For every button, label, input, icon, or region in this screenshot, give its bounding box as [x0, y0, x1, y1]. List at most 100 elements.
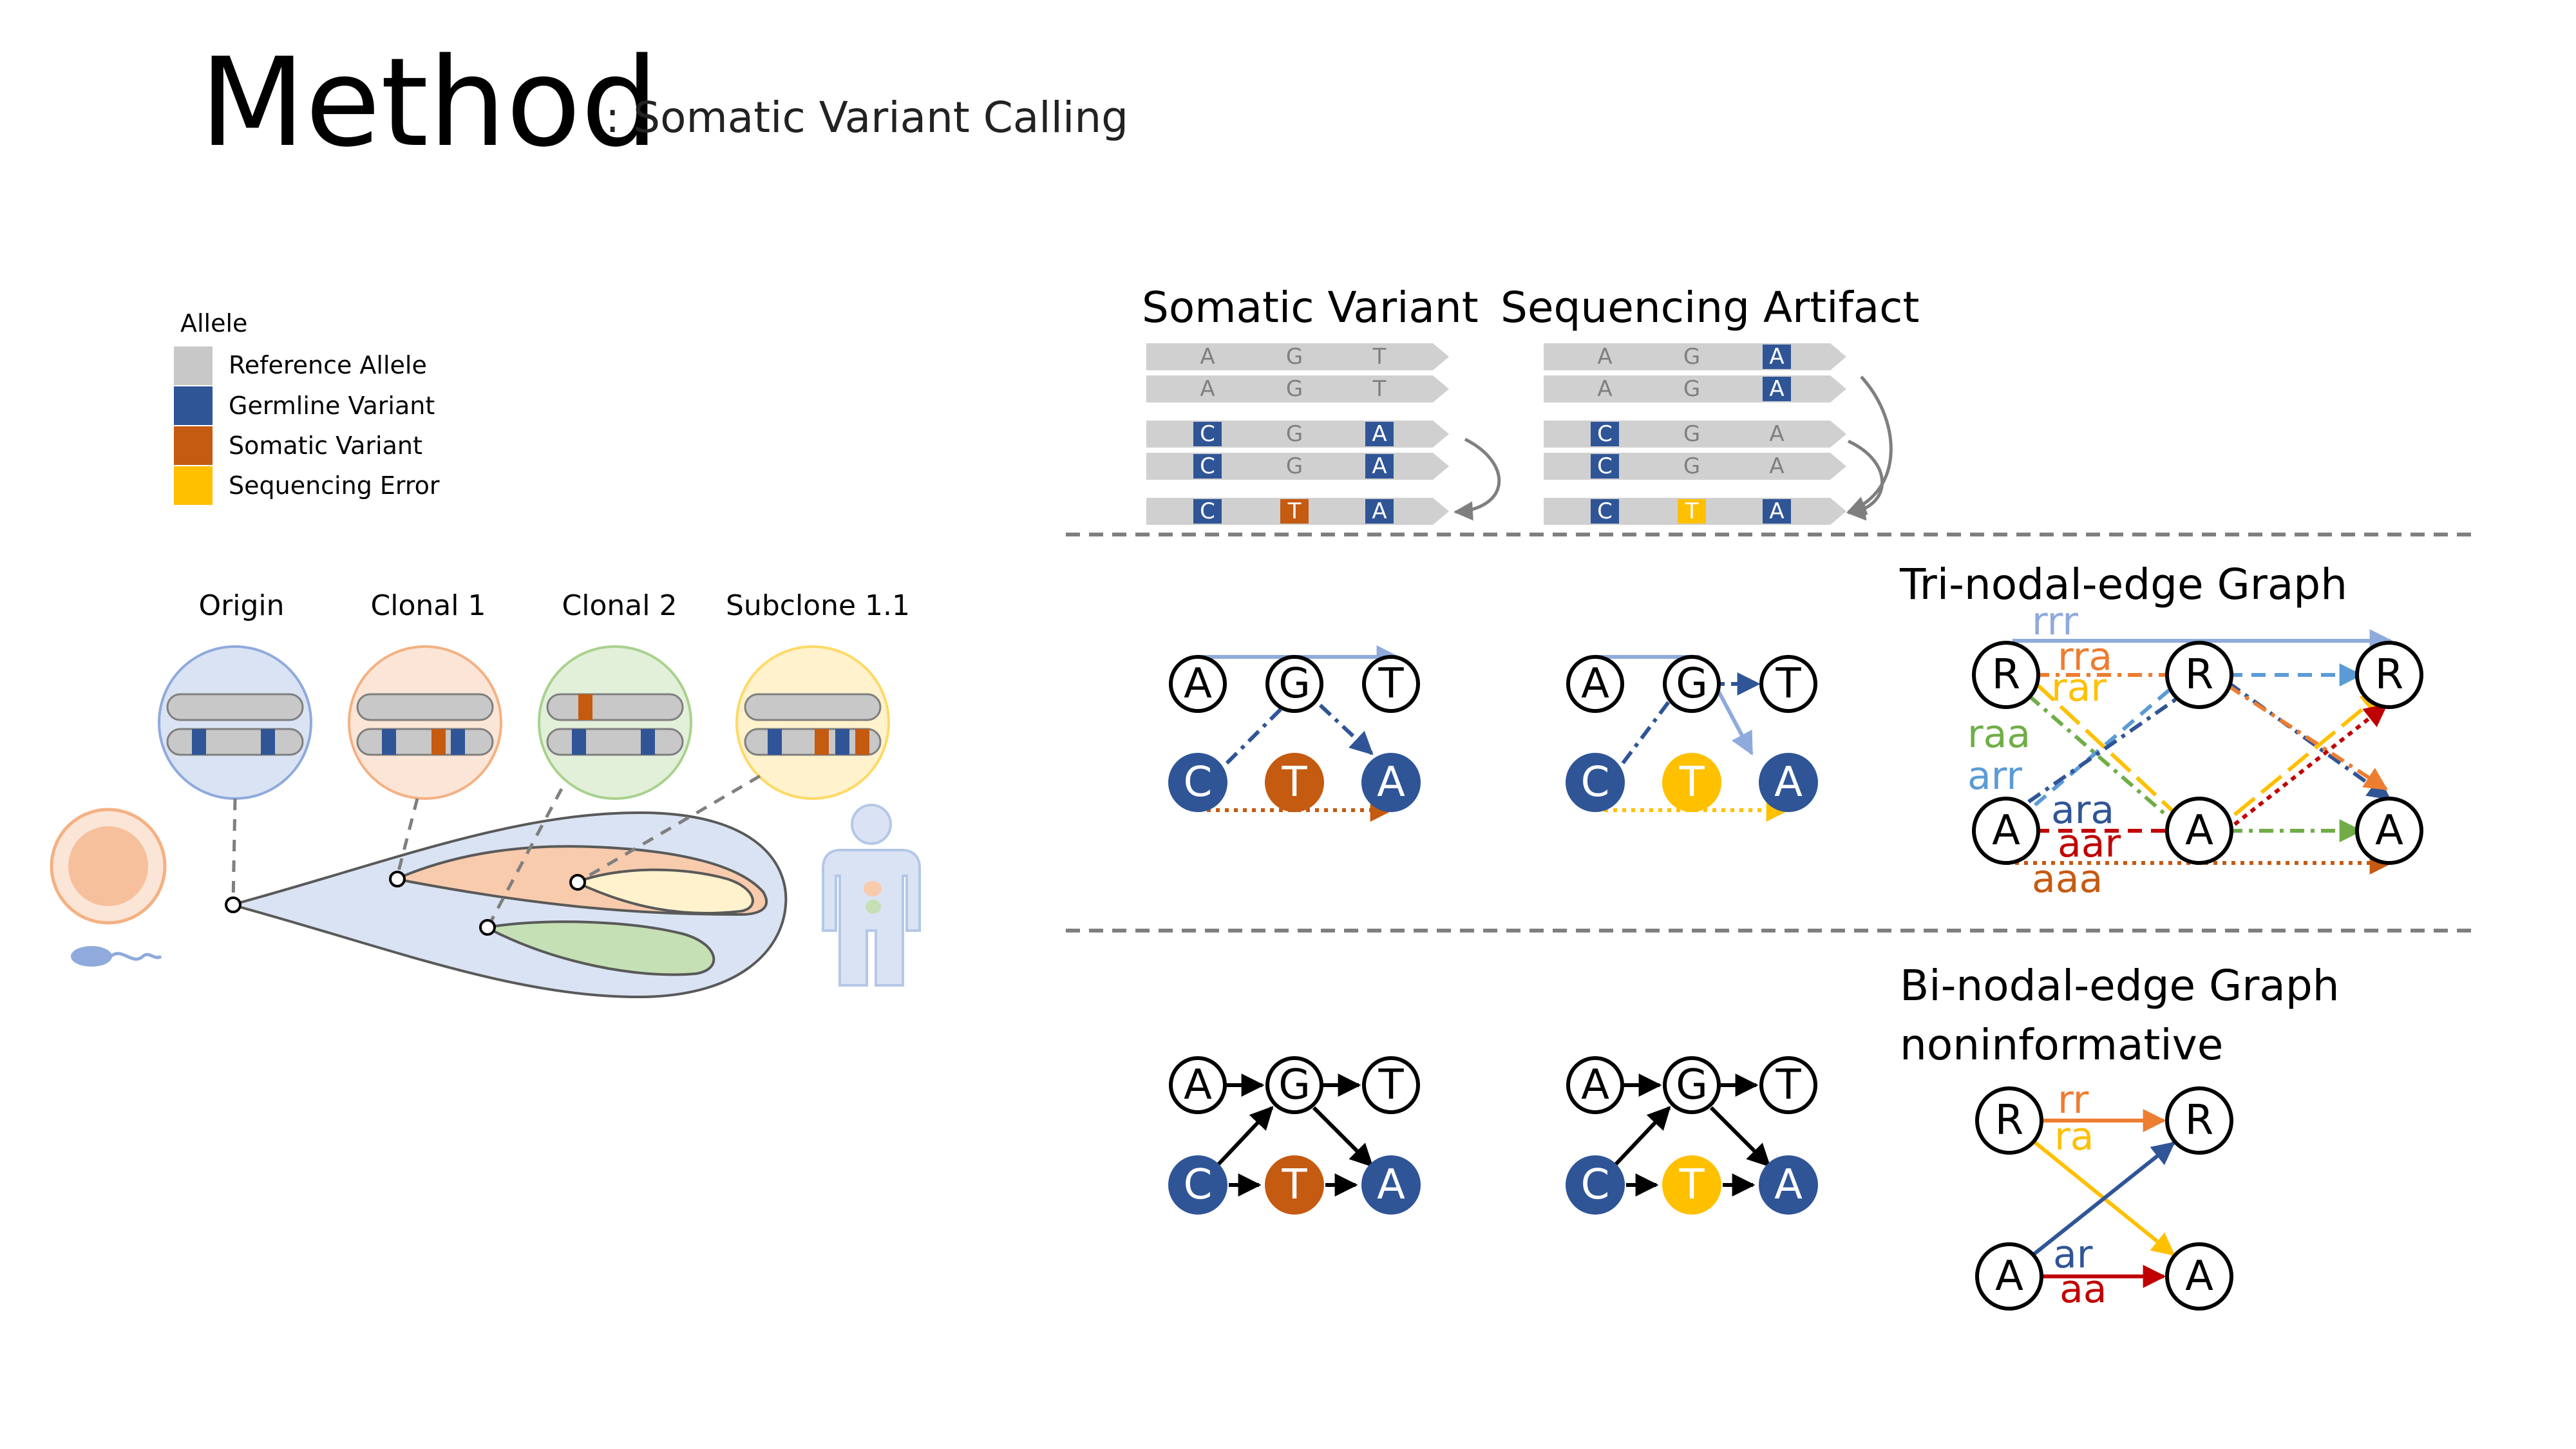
read-base-highlight — [1591, 422, 1619, 446]
read-base: A — [1372, 421, 1387, 447]
edge-label-aa: aa — [2060, 1267, 2107, 1312]
tri-nodal-edge-graph: R R R A A A rrr rra rar raa arr ara aar … — [1967, 599, 2423, 902]
bi-nodal-edge-graph: R R A A rr ra ar aa — [1975, 1077, 2233, 1312]
read-base: A — [1597, 344, 1612, 370]
read-base-highlight — [1678, 499, 1706, 524]
legend-swatch-error — [174, 466, 213, 505]
read-bar — [1146, 343, 1449, 370]
read-base-highlight — [1193, 499, 1222, 524]
read-base: A — [1769, 344, 1784, 370]
bi-graph-subtitle: noninformative — [1900, 1020, 2223, 1070]
legend-label-somatic: Somatic Variant — [229, 431, 422, 460]
read-base: C — [1597, 453, 1613, 479]
edge-label-ara: ara — [2051, 788, 2114, 833]
clone-label-clonal2: Clonal 2 — [562, 589, 677, 622]
node-ref-G: G — [1676, 660, 1708, 708]
node-alt-T: T — [1281, 1161, 1307, 1209]
read-base-highlight — [1763, 499, 1791, 524]
chromosome-pair-icon — [546, 693, 684, 756]
read-base: A — [1372, 453, 1387, 479]
chromosome-pair-icon — [744, 693, 882, 756]
bi-graph-title: Bi-nodal-edge Graph — [1900, 961, 2340, 1010]
read-base: A — [1769, 421, 1784, 447]
bi-node-R1: R — [1995, 1097, 2023, 1144]
read-base: A — [1597, 376, 1612, 402]
node-ref-G: G — [1278, 660, 1311, 708]
read-base: C — [1597, 421, 1613, 447]
read-base: T — [1372, 376, 1387, 402]
bi-mini-graph-somatic: A G T C T A — [1168, 1056, 1421, 1215]
read-bar — [1544, 421, 1846, 448]
sequencing-artifact-label: Sequencing Artifact — [1501, 283, 1919, 332]
node-alt-A: A — [1377, 759, 1405, 806]
tri-node-R2: R — [2185, 651, 2213, 699]
read-base: G — [1286, 376, 1303, 402]
clone-circle-origin — [158, 645, 312, 800]
somatic-variant-label: Somatic Variant — [1142, 283, 1479, 332]
page-subtitle: : Somatic Variant Calling — [605, 93, 1128, 142]
curve-arrow-artifact-1 — [1846, 375, 1893, 515]
legend-title: Allele — [180, 309, 247, 337]
read-base-highlight — [1591, 454, 1619, 478]
node-alt-A: A — [1774, 1161, 1803, 1209]
node-ref-A: A — [1581, 1061, 1609, 1109]
edge-label-rra: rra — [2058, 634, 2112, 679]
read-base: A — [1769, 376, 1784, 402]
legend-swatch-germline — [174, 386, 213, 425]
node-alt-T: T — [1678, 1161, 1705, 1209]
sperm-icon — [71, 946, 162, 967]
read-base: C — [1200, 498, 1215, 524]
bi-node-R2: R — [2185, 1097, 2213, 1144]
read-base-highlight — [1193, 422, 1222, 446]
read-base: G — [1286, 344, 1303, 370]
chromosome-pair-icon — [166, 693, 304, 756]
read-base-highlight — [1280, 499, 1309, 524]
read-base: T — [1372, 344, 1387, 370]
read-base-highlight — [1365, 499, 1394, 524]
page-title: Method — [200, 32, 659, 174]
curve-arrow-artifact-2 — [1846, 439, 1884, 521]
node-alt-C: C — [1581, 1161, 1610, 1209]
edge-label-aaa: aaa — [2032, 857, 2103, 902]
edge-label-raa: raa — [1967, 712, 2031, 757]
read-base: C — [1597, 498, 1613, 524]
node-ref-A: A — [1581, 660, 1609, 708]
node-alt-C: C — [1184, 1161, 1213, 1209]
clonal-evolution-plot — [225, 774, 788, 999]
read-base-highlight — [1763, 377, 1791, 401]
legend-swatch-reference — [174, 346, 213, 385]
bi-node-A1: A — [1995, 1253, 2023, 1300]
legend-swatch-somatic — [174, 426, 213, 465]
read-base: G — [1683, 421, 1700, 447]
allele-legend: Allele Reference Allele Germline Variant… — [174, 309, 440, 505]
edge-label-rr: rr — [2058, 1077, 2089, 1122]
tri-node-R1: R — [1992, 651, 2020, 699]
edge-label-ra: ra — [2054, 1114, 2094, 1159]
read-base: T — [1685, 498, 1699, 524]
node-ref-T: T — [1378, 1061, 1404, 1109]
read-base: A — [1769, 498, 1784, 524]
person-icon — [822, 804, 921, 987]
read-base: C — [1200, 421, 1215, 447]
node-ref-T: T — [1775, 660, 1801, 708]
node-ref-G: G — [1278, 1061, 1311, 1109]
node-ref-G: G — [1676, 1061, 1708, 1109]
clone-label-subclone: Subclone 1.1 — [726, 589, 910, 622]
read-base: G — [1286, 453, 1303, 479]
read-base: A — [1769, 453, 1784, 479]
legend-label-error: Sequencing Error — [229, 471, 440, 500]
node-alt-A: A — [1774, 759, 1803, 806]
node-alt-A: A — [1377, 1161, 1405, 1209]
clone-label-origin: Origin — [199, 589, 285, 622]
read-base: G — [1286, 421, 1303, 447]
read-base: A — [1200, 376, 1215, 402]
read-base-highlight — [1193, 454, 1222, 478]
read-base-highlight — [1365, 454, 1394, 478]
tri-node-A2: A — [2185, 807, 2213, 855]
node-ref-T: T — [1775, 1061, 1801, 1109]
node-alt-T: T — [1281, 759, 1307, 806]
read-base: G — [1683, 376, 1700, 402]
read-base-highlight — [1591, 499, 1619, 524]
node-ref-A: A — [1184, 660, 1212, 708]
